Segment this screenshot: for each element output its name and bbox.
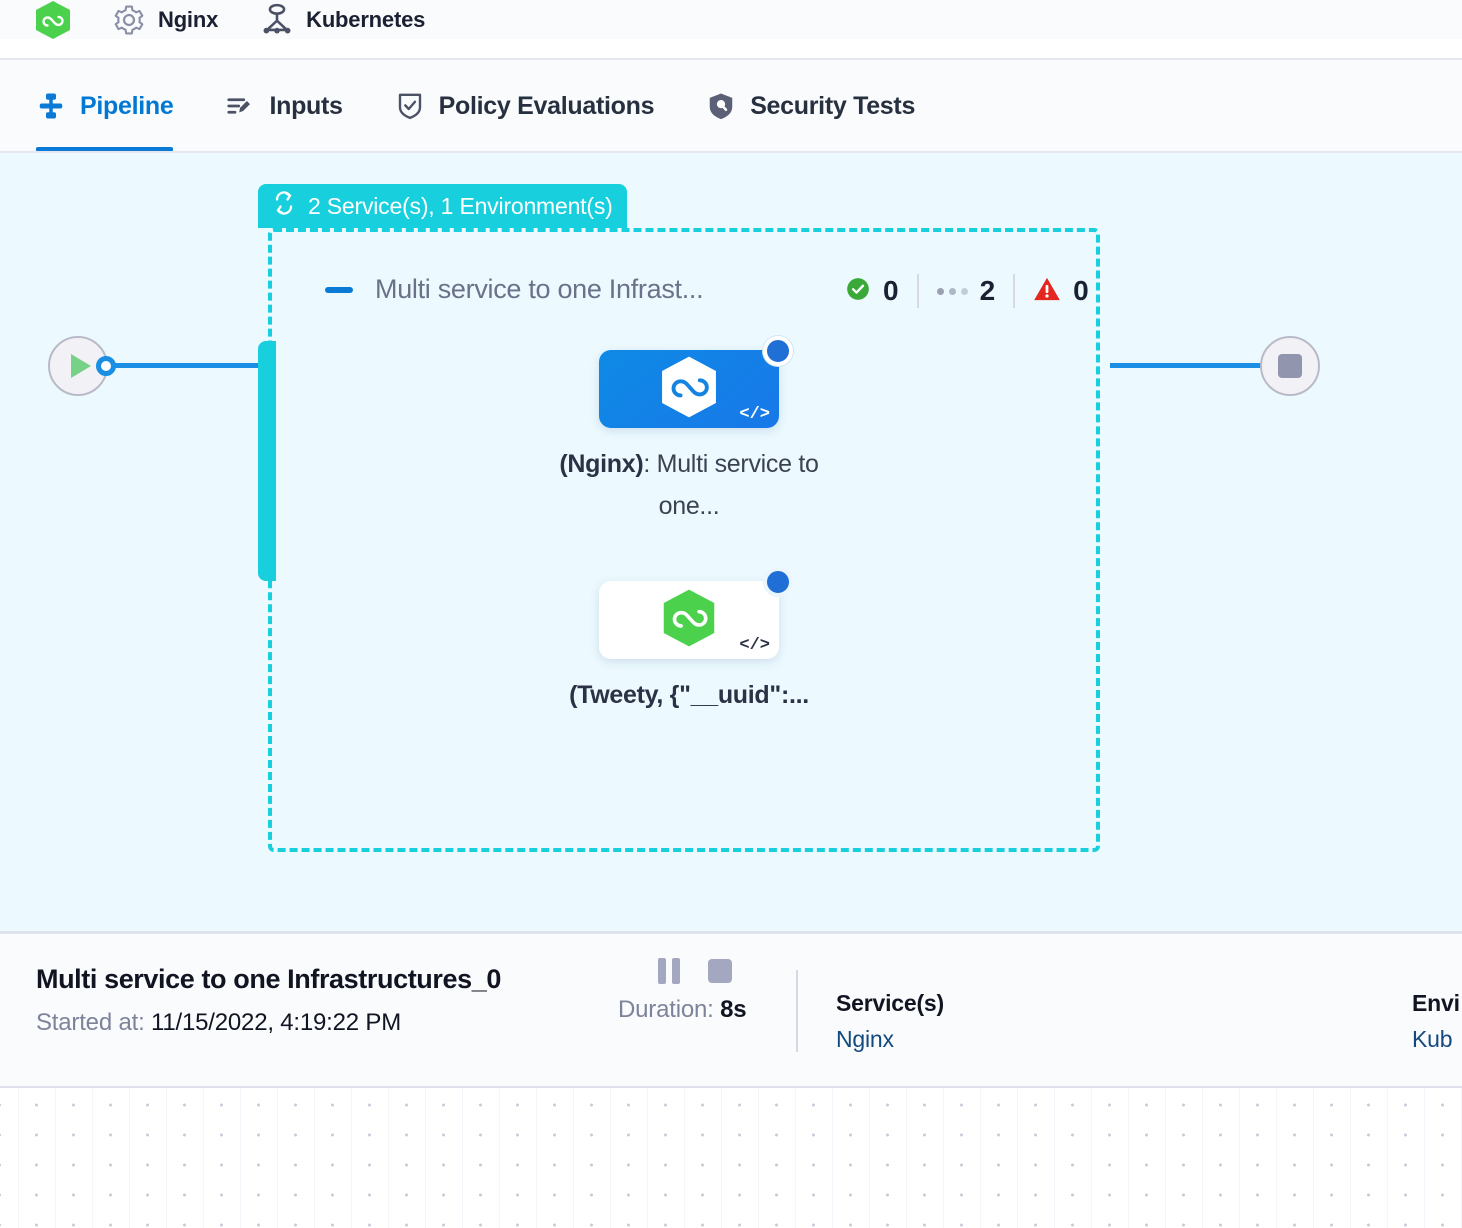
success-check-icon	[845, 276, 871, 307]
execution-started-at: Started at: 11/15/2022, 4:19:22 PM	[36, 1009, 401, 1037]
status-running-count: 2	[979, 275, 996, 306]
breadcrumb: Nginx Kubernetes	[0, 0, 1462, 39]
tab-security-tests[interactable]: Security Tests	[706, 60, 915, 152]
hexagon-loop-icon	[660, 588, 718, 653]
stop-icon	[1278, 354, 1302, 378]
execution-started-label: Started at:	[36, 1009, 145, 1036]
pause-icon[interactable]	[658, 958, 680, 984]
breadcrumb-item-nginx[interactable]: Nginx	[112, 1, 218, 39]
tab-label-security-tests: Security Tests	[750, 91, 916, 120]
wire-start-to-group	[112, 363, 262, 368]
status-divider-1	[916, 274, 919, 308]
info-column-services-head: Service(s)	[836, 990, 944, 1016]
group-status-summary: 0 2 0	[845, 274, 1089, 308]
group-badge-label: 2 Service(s), 1 Environment(s)	[308, 192, 613, 219]
wire-group-to-end	[1110, 363, 1270, 368]
execution-duration-label: Duration:	[618, 996, 714, 1023]
dot-grid-canvas[interactable]	[0, 1088, 1462, 1228]
warning-triangle-icon	[1033, 276, 1061, 307]
hexagon-loop-icon	[658, 355, 720, 424]
info-column-services-value[interactable]: Nginx	[836, 1026, 894, 1052]
running-ring-icon	[763, 567, 793, 597]
dotgrid-top-divider	[0, 1086, 1462, 1089]
breadcrumb-label-nginx: Nginx	[158, 6, 219, 32]
loop-repeat-icon	[270, 189, 298, 223]
pipeline-node-nginx-label-bold: (Nginx)	[559, 450, 644, 478]
breadcrumb-label-kubernetes: Kubernetes	[306, 6, 426, 32]
tab-bar-divider	[0, 151, 1462, 153]
info-column-environments: Envi Kub	[1412, 990, 1460, 1053]
running-ring-icon	[763, 336, 793, 366]
info-column-environments-value[interactable]: Kub	[1412, 1026, 1453, 1052]
canvas-bottom-divider	[0, 931, 1462, 934]
execution-duration-value: 8s	[720, 996, 747, 1023]
breadcrumb-divider	[0, 58, 1462, 60]
status-warning: 0	[1033, 275, 1089, 307]
tab-label-policy-evaluations: Policy Evaluations	[438, 91, 655, 120]
pipeline-icon	[36, 91, 66, 121]
code-brackets-icon: </>	[739, 636, 770, 655]
tab-label-inputs: Inputs	[269, 91, 343, 120]
shield-scan-icon	[706, 91, 736, 121]
tab-policy-evaluations[interactable]: Policy Evaluations	[395, 60, 655, 152]
code-brackets-icon: </>	[739, 405, 770, 424]
pipeline-node-nginx[interactable]: </>	[599, 336, 793, 428]
pipeline-canvas[interactable]: 2 Service(s), 1 Environment(s) Multi ser…	[0, 153, 1462, 933]
pipeline-node-tweety[interactable]: </>	[599, 567, 793, 659]
tab-inputs[interactable]: Inputs	[225, 60, 343, 152]
execution-info-bar: Multi service to one Infrastructures_0 S…	[0, 934, 1462, 1088]
status-success: 0	[845, 275, 899, 307]
breadcrumb-item-kubernetes[interactable]: Kubernetes	[260, 1, 425, 39]
info-column-environments-head: Envi	[1412, 990, 1460, 1016]
running-dots-icon	[936, 287, 968, 295]
pipeline-node-nginx-label-rest: : Multi service to one...	[643, 450, 819, 520]
execution-duration: Duration: 8s	[618, 996, 747, 1024]
status-warning-count: 0	[1073, 275, 1089, 306]
status-success-count: 0	[883, 275, 899, 306]
pipeline-node-nginx-label: (Nginx): Multi service to one...	[539, 443, 839, 527]
pipeline-node-tweety-label-text: (Tweety, {"__uuid":...	[569, 681, 809, 709]
status-divider-2	[1013, 274, 1016, 308]
hexagon-logo-icon	[36, 0, 70, 39]
play-icon	[70, 354, 91, 378]
gear-icon	[112, 1, 146, 39]
execution-started-value: 11/15/2022, 4:19:22 PM	[151, 1009, 402, 1036]
group-header[interactable]: Multi service to one Infrast...	[325, 274, 704, 305]
status-running: 2	[936, 275, 996, 307]
kubernetes-icon	[260, 1, 294, 39]
tab-label-pipeline: Pipeline	[80, 91, 174, 120]
tab-bar: Pipeline Inputs Policy Evaluations	[0, 60, 1462, 152]
inputs-icon	[225, 91, 255, 121]
group-badge[interactable]: 2 Service(s), 1 Environment(s)	[258, 184, 627, 228]
tab-pipeline[interactable]: Pipeline	[36, 60, 174, 152]
collapse-minus-icon[interactable]	[325, 286, 353, 293]
group-boundary	[268, 228, 1100, 852]
end-node[interactable]	[1260, 336, 1320, 396]
shield-check-icon	[395, 91, 425, 121]
info-column-services: Service(s) Nginx	[836, 990, 944, 1053]
pipeline-node-tweety-label: (Tweety, {"__uuid":...	[539, 674, 839, 716]
info-divider-1	[796, 970, 798, 1052]
stop-square-icon[interactable]	[708, 959, 732, 983]
breadcrumb-logo[interactable]	[36, 0, 70, 39]
execution-title: Multi service to one Infrastructures_0	[36, 964, 501, 994]
group-title: Multi service to one Infrast...	[375, 274, 704, 304]
execution-controls: Duration: 8s	[618, 958, 747, 1024]
